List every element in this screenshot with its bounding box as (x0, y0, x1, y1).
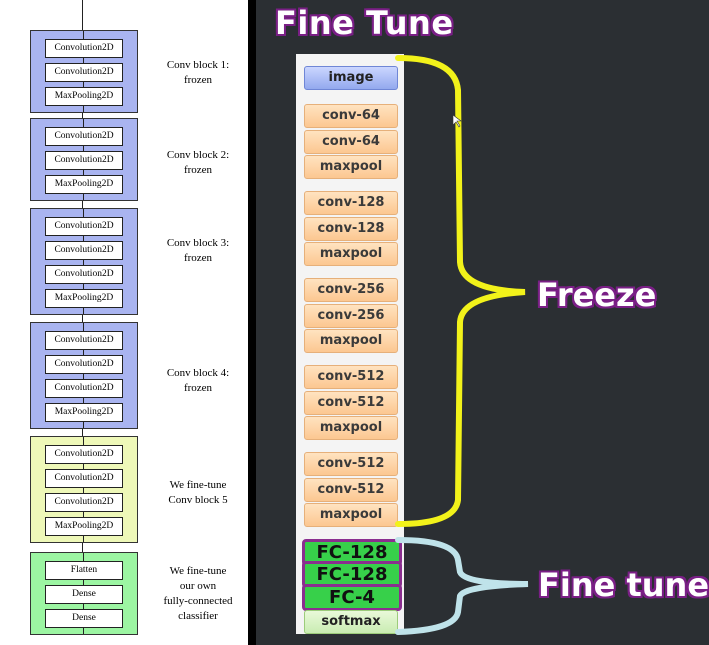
layer-conv: conv-512 (304, 365, 398, 389)
layer-conv: conv-128 (304, 191, 398, 215)
layer-box: MaxPooling2D (45, 87, 123, 106)
layer-box: Dense (45, 609, 123, 628)
layer-img: image (304, 66, 398, 90)
layer-box: Convolution2D (45, 331, 123, 350)
layer-box: Convolution2D (45, 217, 123, 236)
block-label-line: Conv block 4: (166, 367, 230, 379)
block-label: Conv block 1: frozen (150, 58, 246, 88)
layer-box: MaxPooling2D (45, 175, 123, 194)
layer-block-4: Convolution2D Convolution2D Convolution2D M… (30, 322, 138, 429)
freeze-label: Freeze (537, 276, 657, 314)
layer-box: Convolution2D (45, 493, 123, 512)
layer-box: MaxPooling2D (45, 403, 123, 422)
layer-soft: softmax (304, 610, 398, 634)
layer-block-1: Convolution2D Convolution2D MaxPooling2D (30, 30, 138, 113)
layer-conv: conv-64 (304, 130, 398, 154)
flow-line (82, 0, 83, 30)
block-label-line: Conv block 1: (166, 59, 230, 71)
layer-box: Convolution2D (45, 127, 123, 146)
layer-block-2: Convolution2D Convolution2D MaxPooling2D (30, 118, 138, 201)
flow-line (82, 201, 83, 208)
layer-conv: conv-64 (304, 104, 398, 128)
layer-box: Convolution2D (45, 151, 123, 170)
block-label-line: frozen (183, 382, 213, 394)
layer-conv: conv-512 (304, 478, 398, 502)
layer-box: Convolution2D (45, 241, 123, 260)
layer-fc: FC-128 (302, 561, 402, 588)
block-label-line: frozen (183, 74, 213, 86)
layer-box: Convolution2D (45, 63, 123, 82)
block-label-line: classifier (178, 610, 218, 622)
slide-title: Fine Tune (275, 4, 454, 42)
layer-box: MaxPooling2D (45, 517, 123, 536)
block-label-line: our own (179, 580, 217, 592)
layer-conv: maxpool (304, 155, 398, 179)
block-label-line: fully-connected (163, 595, 233, 607)
block-label-line: We fine-tune (169, 565, 227, 577)
flow-line (83, 437, 84, 542)
layer-box: Convolution2D (45, 379, 123, 398)
layer-box: Flatten (45, 561, 123, 580)
block-label: Conv block 4: frozen (150, 366, 246, 396)
block-label-line: frozen (183, 252, 213, 264)
block-label-line: Conv block 2: (166, 149, 230, 161)
layer-conv: maxpool (304, 416, 398, 440)
flow-line (82, 543, 83, 552)
layer-box: Convolution2D (45, 265, 123, 284)
layer-box: Dense (45, 585, 123, 604)
block-label: Conv block 2: frozen (150, 148, 246, 178)
flow-line (82, 315, 83, 322)
flow-line (82, 429, 83, 436)
flow-line (83, 323, 84, 428)
layer-conv: conv-512 (304, 391, 398, 415)
layer-box: Convolution2D (45, 469, 123, 488)
block-label-line: We fine-tune (169, 479, 227, 491)
layer-box: Convolution2D (45, 355, 123, 374)
layer-conv: conv-512 (304, 452, 398, 476)
layer-conv: conv-128 (304, 217, 398, 241)
block-label-line: Conv block 3: (166, 237, 230, 249)
layer-conv: conv-256 (304, 304, 398, 328)
layer-conv: conv-256 (304, 278, 398, 302)
block-label: Conv block 3: frozen (150, 236, 246, 266)
layer-box: Convolution2D (45, 39, 123, 58)
layer-box: MaxPooling2D (45, 289, 123, 308)
block-label: We fine-tune our own fully-connected classi… (150, 564, 246, 624)
flow-line (83, 209, 84, 314)
layer-fc: FC-4 (302, 584, 402, 611)
flow-line (82, 113, 83, 118)
layer-conv: maxpool (304, 329, 398, 353)
layer-box: Convolution2D (45, 445, 123, 464)
layer-block-3: Convolution2D Convolution2D Convolution2D M… (30, 208, 138, 315)
block-label-line: Conv block 5 (168, 494, 228, 506)
layer-conv: maxpool (304, 503, 398, 527)
layer-conv: maxpool (304, 242, 398, 266)
layer-block-5: Convolution2D Convolution2D Convolution2D M… (30, 436, 138, 543)
finetune-label: Fine tune (538, 566, 709, 604)
block-label-line: frozen (183, 164, 213, 176)
